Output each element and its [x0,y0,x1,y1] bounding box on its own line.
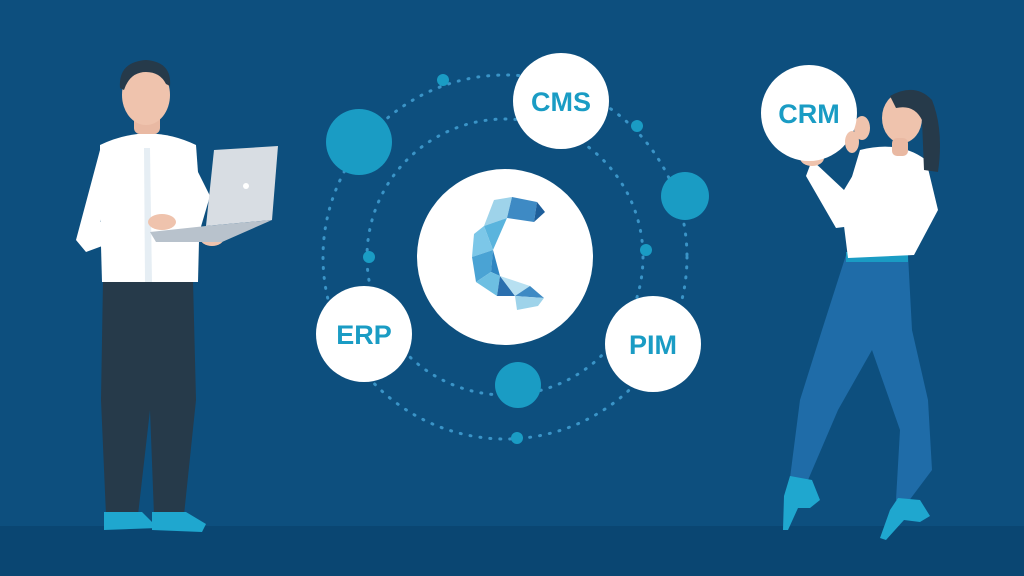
orbit-outer-ring [321,73,689,441]
orbit-dot [640,244,652,256]
node-crm-circle [761,65,857,161]
woman-neck [892,138,908,156]
accent-planet [326,109,392,175]
orbit-dot [631,120,643,132]
woman-arm [806,160,872,228]
man-right-arm [186,148,210,230]
laptop-base [150,220,272,242]
accent-planet [495,362,541,408]
laptop-screen [206,146,278,226]
node-erp: ERP [316,286,412,382]
woman-hand [854,116,870,140]
node-erp-label: ERP [336,320,392,350]
woman-hand-front [845,131,859,153]
node-crm-label: CRM [778,99,840,129]
man-shirt-shade [144,148,152,282]
man-hair [119,60,171,90]
orbit-inner-ring [365,117,645,397]
node-cms: CMS [513,53,609,149]
node-cms-label: CMS [531,87,591,117]
node-cms-circle [513,53,609,149]
hub [417,169,593,345]
man-head [122,65,170,125]
man-with-laptop [76,60,278,532]
ground-shadow [0,526,1024,576]
man-trousers [101,280,196,515]
laptop-logo-icon [243,183,249,189]
node-pim-circle [605,296,701,392]
hub-circle [417,169,593,345]
node-pim: PIM [605,296,701,392]
woman-right-shoe [880,498,930,540]
accent-planet [661,172,709,220]
polygonal-c-logo-icon [472,197,545,310]
woman-trousers [790,255,932,502]
node-pim-label: PIM [629,330,677,360]
node-crm: CRM [761,65,857,161]
woman-left-shoe [783,476,820,530]
orbit-dot [437,74,449,86]
woman-with-crm-ball: CRM [761,65,940,540]
man-left-shoe [104,512,158,530]
man-right-shoe [152,512,206,532]
man-left-arm [76,150,140,252]
orbit-dot [363,251,375,263]
orbit-dot [511,432,523,444]
man-hand [148,214,176,230]
node-erp-circle [316,286,412,382]
woman-hair [890,89,940,172]
